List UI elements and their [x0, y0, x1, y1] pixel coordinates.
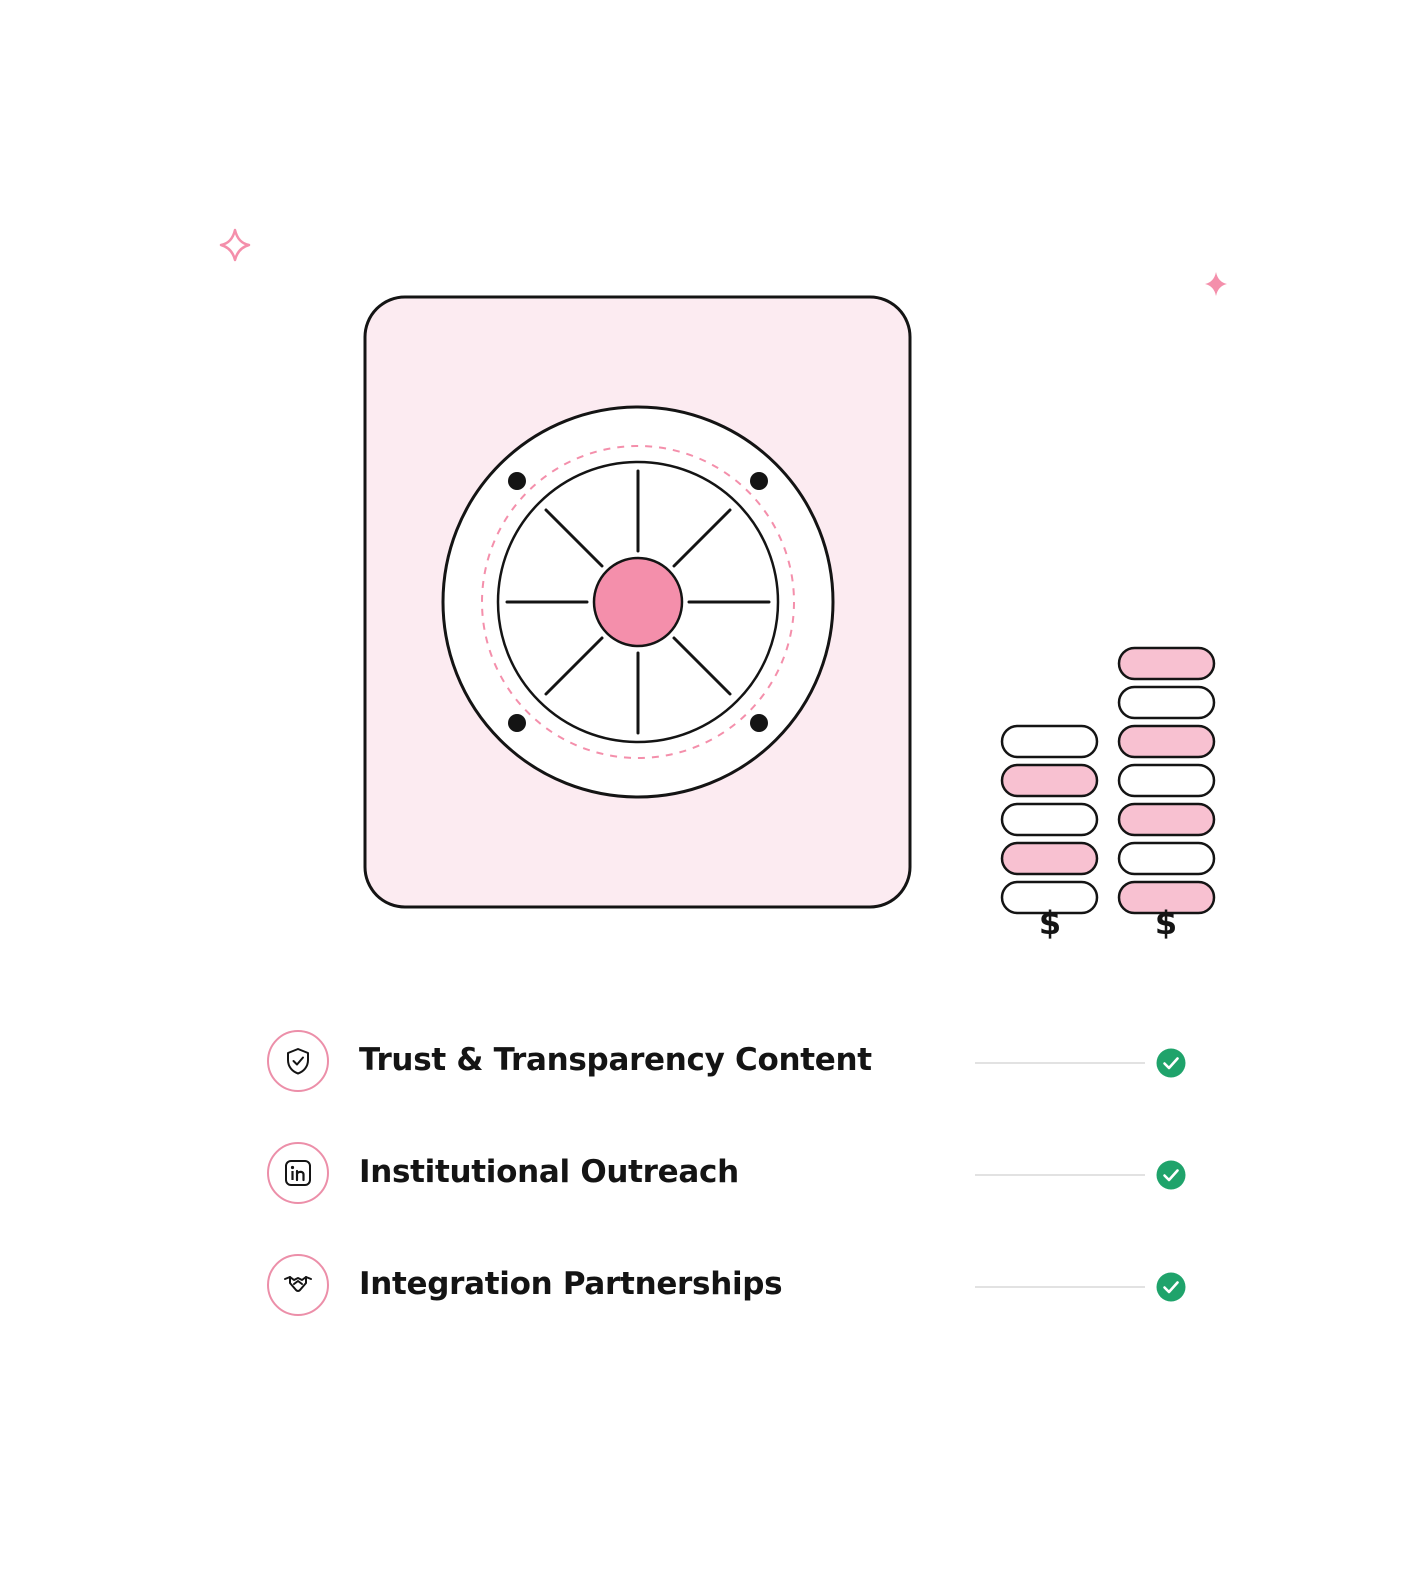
dollar-label-right: $ — [1155, 904, 1177, 942]
checklist-label: Institutional Outreach — [359, 1154, 739, 1190]
handshake-icon — [267, 1254, 329, 1316]
checklist-label: Integration Partnerships — [359, 1266, 783, 1302]
checklist: Trust & Transparency Content Institution… — [267, 1030, 1192, 1366]
sparkle-outline-icon — [219, 228, 251, 262]
bolt — [750, 472, 768, 490]
divider-line — [975, 1062, 1145, 1064]
checklist-item-trust: Trust & Transparency Content — [267, 1030, 1192, 1096]
check-icon — [1156, 1048, 1186, 1078]
divider-line — [975, 1174, 1145, 1176]
linkedin-icon — [267, 1142, 329, 1204]
checklist-item-partnerships: Integration Partnerships — [267, 1254, 1192, 1320]
divider-line — [975, 1286, 1145, 1288]
bolt — [508, 714, 526, 732]
shield-check-icon — [267, 1030, 329, 1092]
checklist-label: Trust & Transparency Content — [359, 1042, 872, 1078]
coin-stack-left — [1000, 724, 1099, 915]
bolt — [508, 472, 526, 490]
dollar-label-left: $ — [1039, 904, 1061, 942]
sparkle-filled-icon — [1205, 272, 1227, 296]
checklist-item-outreach: Institutional Outreach — [267, 1142, 1192, 1208]
vault-door — [441, 405, 835, 799]
coin-stack-right — [1117, 646, 1216, 915]
vault-illustration: $ $ — [219, 228, 1227, 942]
vault-dial-center — [592, 556, 684, 648]
check-icon — [1156, 1272, 1186, 1302]
check-icon — [1156, 1160, 1186, 1190]
bolt — [750, 714, 768, 732]
